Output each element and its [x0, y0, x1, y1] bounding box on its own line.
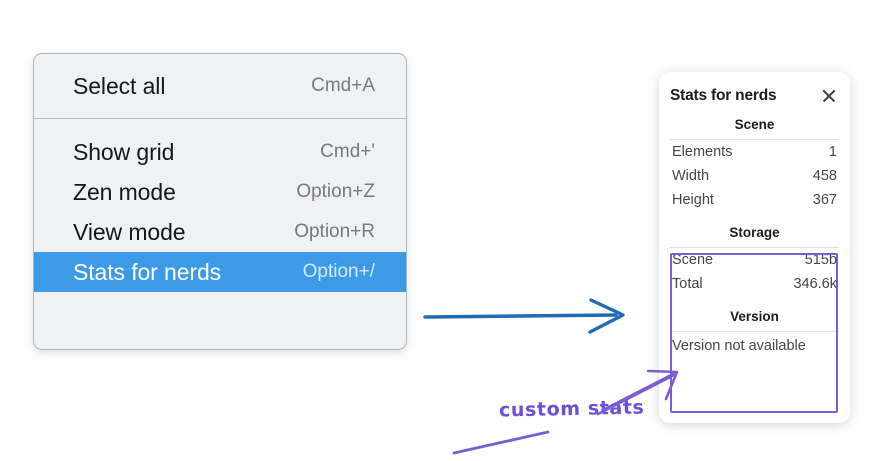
stat-key: Elements	[672, 144, 733, 160]
menu-item-stats-for-nerds[interactable]: Stats for nerds Option+/	[34, 252, 406, 292]
stat-row-storage-total: Total 346.6k	[670, 272, 839, 296]
custom-stats-annotation-underline	[452, 430, 550, 455]
menu-item-label: Show grid	[73, 138, 175, 165]
menu-group-selection: Select all Cmd+A	[34, 54, 406, 118]
menu-item-view-mode[interactable]: View mode Option+R	[34, 212, 406, 252]
panel-title: Stats for nerds	[670, 86, 777, 104]
stat-value: 367	[812, 192, 837, 208]
divider	[670, 247, 839, 248]
divider	[670, 331, 839, 332]
divider	[670, 139, 839, 140]
section-heading-version: Version	[730, 309, 779, 324]
panel-header: Stats for nerds	[670, 72, 839, 104]
menu-item-label: Stats for nerds	[73, 258, 222, 285]
section-heading-storage: Storage	[729, 225, 780, 240]
menu-item-shortcut: Cmd+A	[311, 75, 375, 96]
version-note: Version not available	[672, 338, 806, 354]
menu-item-shortcut: Option+/	[302, 261, 375, 282]
menu-item-shortcut: Option+R	[294, 221, 375, 242]
stat-value: 515b	[804, 252, 837, 268]
stat-key: Total	[672, 276, 703, 292]
custom-stats-annotation-arrow	[596, 369, 679, 416]
menu-item-shortcut: Option+Z	[296, 181, 375, 202]
context-menu[interactable]: Select all Cmd+A Show grid Cmd+' Zen mod…	[33, 53, 407, 350]
menu-item-show-grid[interactable]: Show grid Cmd+'	[34, 132, 406, 172]
menu-item-select-all[interactable]: Select all Cmd+A	[34, 66, 406, 106]
menu-item-label: Select all	[73, 72, 166, 99]
stats-for-nerds-panel[interactable]: Stats for nerds Scene Elements 1 Width 4…	[659, 72, 850, 423]
stat-row-width: Width 458	[670, 164, 839, 188]
stat-key: Width	[672, 168, 710, 184]
stat-value: 458	[812, 168, 837, 184]
menu-item-label: Zen mode	[73, 178, 176, 205]
stat-value: 346.6k	[793, 276, 837, 292]
stat-value: 1	[828, 144, 837, 160]
stat-row-elements: Elements 1	[670, 140, 839, 164]
menu-separator	[34, 118, 406, 119]
close-icon[interactable]	[820, 87, 838, 105]
section-heading-scene: Scene	[734, 117, 775, 132]
stat-row-height: Height 367	[670, 188, 839, 212]
menu-item-label: View mode	[73, 218, 186, 245]
stat-key: Height	[672, 192, 714, 208]
menu-item-shortcut: Cmd+'	[320, 141, 375, 162]
stat-row-storage-scene: Scene 515b	[670, 248, 839, 272]
stat-key: Scene	[672, 252, 714, 268]
blue-arrow	[423, 298, 625, 334]
menu-group-view: Show grid Cmd+' Zen mode Option+Z View m…	[34, 119, 406, 306]
menu-item-zen-mode[interactable]: Zen mode Option+Z	[34, 172, 406, 212]
